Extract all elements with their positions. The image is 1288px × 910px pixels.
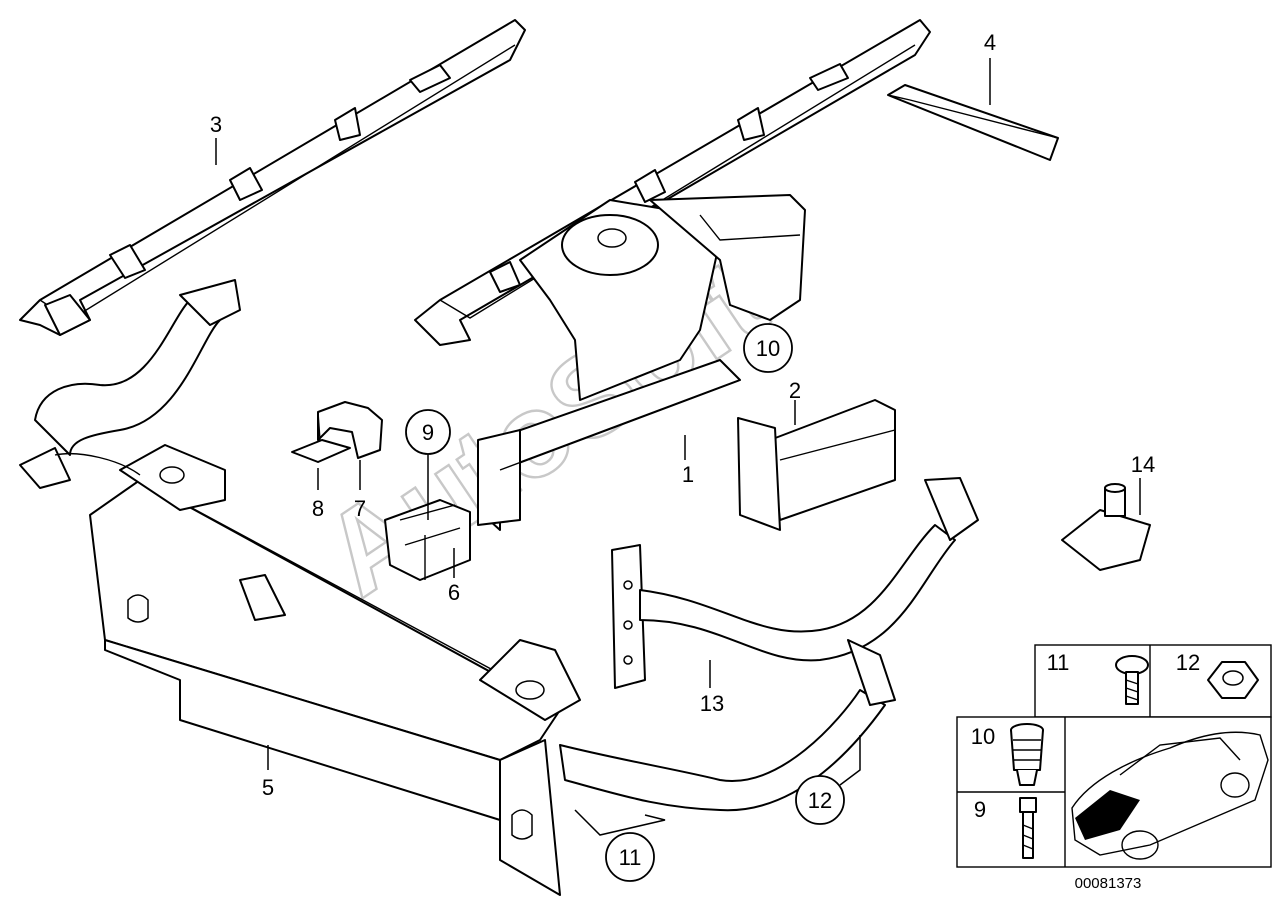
part-7-bracket: [317, 401, 383, 459]
legend-label-11: 11: [1047, 650, 1070, 675]
legend-table: 11 12 10 9: [956, 644, 1272, 868]
callout-5: 5: [262, 775, 274, 800]
callout-3: 3: [210, 112, 222, 137]
diagram-id: 00081373: [1075, 875, 1142, 892]
part-5-front-crossmember: [89, 444, 581, 896]
callout-10: 10: [756, 336, 780, 361]
legend-cell-9: 9: [974, 797, 1037, 859]
callout-2: 2: [789, 378, 801, 403]
legend-label-12: 12: [1176, 650, 1200, 675]
left-tow-tube: [19, 279, 241, 489]
callout-7: 7: [354, 496, 366, 521]
callout-12: 12: [808, 788, 832, 813]
callout-8: 8: [312, 496, 324, 521]
part-3-left-rail: [19, 19, 526, 336]
legend-cell-12: 12: [1176, 650, 1259, 699]
right-tow-tube: [559, 639, 896, 812]
legend-cell-10: 10: [971, 723, 1044, 786]
callout-9: 9: [422, 420, 434, 445]
callout-12-circle: 12: [795, 775, 845, 825]
part-14-stud: [1061, 483, 1151, 571]
leader-lines: [215, 58, 1141, 836]
legend-label-9: 9: [974, 797, 986, 822]
part-13-bent-tube: [611, 477, 979, 689]
callout-14: 14: [1131, 452, 1155, 477]
part-1-right-rail-assembly: [414, 19, 931, 531]
part-8-plate: [291, 439, 351, 463]
part-4-strip: [887, 84, 1059, 161]
callout-4: 4: [984, 30, 996, 55]
callout-13: 13: [700, 691, 724, 716]
callout-11: 11: [619, 845, 642, 870]
callout-11-circle: 11: [605, 832, 655, 882]
callout-10-circle: 10: [743, 323, 793, 373]
part-2-end-plate: [737, 399, 896, 531]
legend-label-10: 10: [971, 724, 995, 749]
callout-9-circle: 9: [405, 409, 451, 455]
legend-cell-11: 11: [1047, 650, 1149, 705]
callout-1: 1: [682, 462, 694, 487]
callout-6: 6: [448, 580, 460, 605]
legend-car-thumbnail: [1071, 731, 1269, 860]
